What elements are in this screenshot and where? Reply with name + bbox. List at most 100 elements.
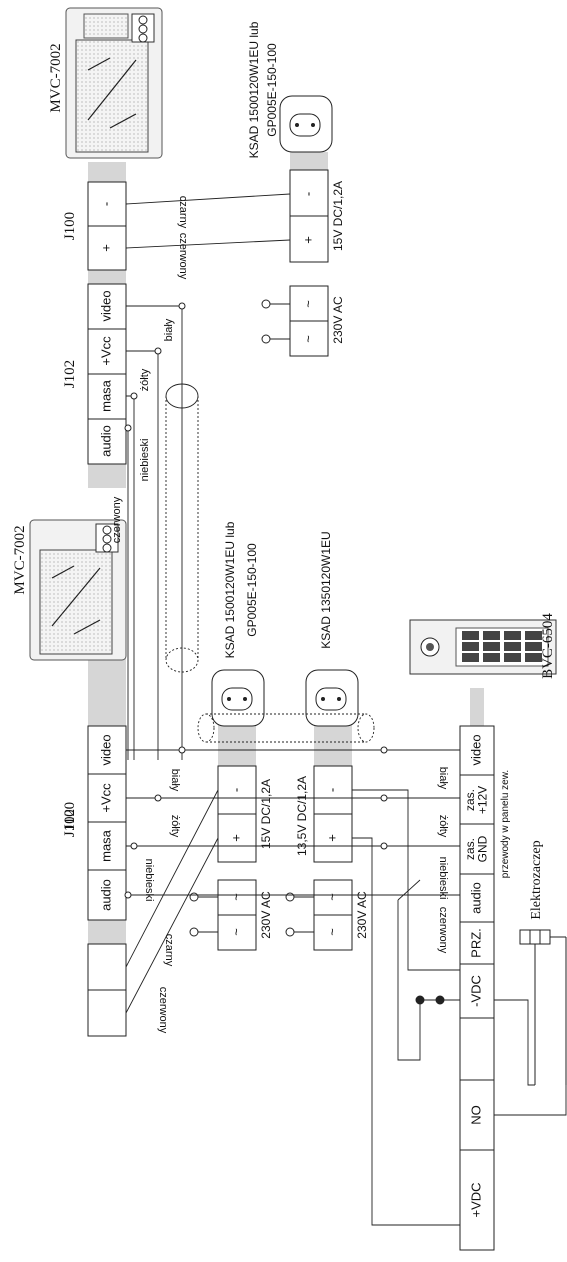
psu-mid-dc-terminal	[217, 765, 257, 863]
terminal-j102-top	[87, 283, 127, 465]
keypad-key	[504, 631, 521, 640]
j100-mid-label: J100	[62, 802, 78, 830]
j100-top-t1: +	[98, 244, 113, 252]
keypad-key	[525, 631, 542, 640]
psu-13-ac-terminal	[313, 879, 353, 951]
j102-top-t3: audio	[98, 425, 113, 457]
j100-top-label: J100	[62, 212, 78, 240]
j102-mid-box	[87, 725, 127, 921]
junction-dots-top	[124, 302, 186, 432]
wire-bialy-bvc: biały	[437, 767, 449, 790]
psu-top-dc-t1: +	[300, 236, 315, 244]
bvc-t8: +VDC	[468, 1182, 483, 1217]
elektrozaczep-label: Elektrozaczep	[529, 840, 544, 919]
wire-zolty-mid: żółty	[169, 815, 181, 838]
wires-mid-j102	[126, 713, 460, 896]
ac230-low-label: 230V AC	[355, 891, 369, 939]
keypad-key	[483, 631, 500, 640]
wires-top-j102	[126, 305, 199, 760]
psu-13-plug	[305, 669, 359, 727]
wire-czerwony-bvc: czerwony	[437, 907, 449, 954]
ac-mains-mid	[189, 892, 218, 937]
bvc-terminal-strip	[459, 725, 495, 1251]
psu-13-ac-t0: ~	[324, 893, 339, 901]
mvc-mid-label: MVC-7002	[12, 525, 28, 594]
monitor-top	[65, 7, 163, 159]
wire-zolty-top: żółty	[139, 368, 151, 391]
psu-top-label: KSAD 1500120W1EU lub	[247, 21, 261, 158]
keypad-key	[483, 642, 500, 651]
psu-13-dc-terminal	[313, 765, 353, 863]
psu-13-ac-t1: ~	[324, 928, 339, 936]
j102-mid-t3: audio	[98, 879, 113, 911]
keypad-key	[525, 642, 542, 651]
wires-lower	[352, 789, 567, 1226]
relay-contacts	[415, 995, 445, 1005]
ac-mains-low	[285, 892, 314, 937]
j102-top-t2: masa	[98, 379, 113, 412]
j102-top-t1: +Vcc	[98, 336, 113, 366]
wire-bialy-top: biały	[163, 318, 175, 341]
wire-czerwony-mid: czerwony	[157, 987, 169, 1034]
keypad-key	[483, 653, 500, 662]
dc15-top-label: 15V DC/1,2A	[331, 181, 345, 251]
ac230-mid-label: 230V AC	[259, 891, 273, 939]
wire-niebieski-mid: niebieski	[143, 859, 155, 902]
wire-zolty-bvc: żółty	[437, 815, 449, 838]
j102-mid-t2: masa	[98, 829, 113, 862]
wires-mid-j100	[125, 789, 219, 1014]
ac230-top-label: 230V AC	[331, 296, 345, 344]
j102-mid-label: J102	[62, 809, 78, 837]
bvc-t5: -VDC	[468, 975, 483, 1007]
psu-mid-plug	[211, 669, 265, 727]
wire-czerwony-topmid: czerwony	[111, 496, 123, 543]
keypad-key	[504, 653, 521, 662]
wire-czarny-mid: czarny	[163, 934, 175, 967]
psu-mid-ac-t1: ~	[228, 928, 243, 936]
j102-mid-t1: +Vcc	[98, 783, 113, 813]
bvc-t4: PRZ.	[468, 928, 483, 958]
keypad-key	[525, 653, 542, 662]
grey-cable-bars	[88, 152, 484, 944]
bvc-t7: NO	[468, 1105, 483, 1125]
keypad-key	[462, 653, 479, 662]
bvc-keypad	[462, 631, 542, 662]
terminal-j100-top	[87, 181, 127, 271]
electric-strike	[519, 929, 567, 1085]
psu-mid-ac-terminal	[217, 879, 257, 951]
wires-top-j100	[125, 193, 291, 249]
junction-dots-mid	[124, 746, 388, 899]
monitor-mid	[29, 519, 127, 661]
psu-mid-ac-t0: ~	[228, 893, 243, 901]
keypad-key	[462, 642, 479, 651]
wire-czerwony-top: czerwony	[177, 233, 189, 280]
keypad-key	[504, 642, 521, 651]
psu-top-dc-terminal	[289, 169, 329, 263]
j100-top-t0: -	[98, 202, 113, 206]
psu-top-dc-t0: -	[300, 192, 315, 196]
bvc-t2: zas.GND	[463, 835, 490, 862]
wire-bialy-mid: biały	[169, 769, 181, 792]
psu-13-dc-t1: +	[324, 834, 339, 842]
bvc-label: BVC-6504	[540, 613, 556, 679]
j102-mid-t0: video	[98, 734, 113, 765]
psu-mid-label: KSAD 1500120W1EU lub	[223, 521, 237, 658]
psu-13-label: KSAD 1350120W1EU	[319, 531, 333, 648]
dc135-label: 13,5V DC/1,2A	[295, 776, 309, 856]
przewody-label: przewody w panelu zew.	[500, 770, 511, 878]
psu-top-ac-terminal	[289, 285, 329, 357]
psu-mid-dc-t1: +	[228, 834, 243, 842]
psu-top-ac-t1: ~	[300, 335, 315, 343]
psu-mid-dc-t0: -	[228, 788, 243, 792]
bvc-t3: audio	[468, 882, 483, 914]
wire-niebieski-bvc: niebieski	[437, 857, 449, 900]
j102-top-t0: video	[98, 290, 113, 321]
keypad-key	[462, 631, 479, 640]
psu-mid-label-2: GP005E-150-100	[245, 543, 259, 637]
mvc-top-label: MVC-7002	[48, 43, 64, 112]
psu-13-dc-t0: -	[324, 788, 339, 792]
bvc-t0: video	[468, 734, 483, 765]
wire-czarny-top: czarny	[177, 196, 189, 229]
j102-top-label: J102	[62, 360, 78, 388]
